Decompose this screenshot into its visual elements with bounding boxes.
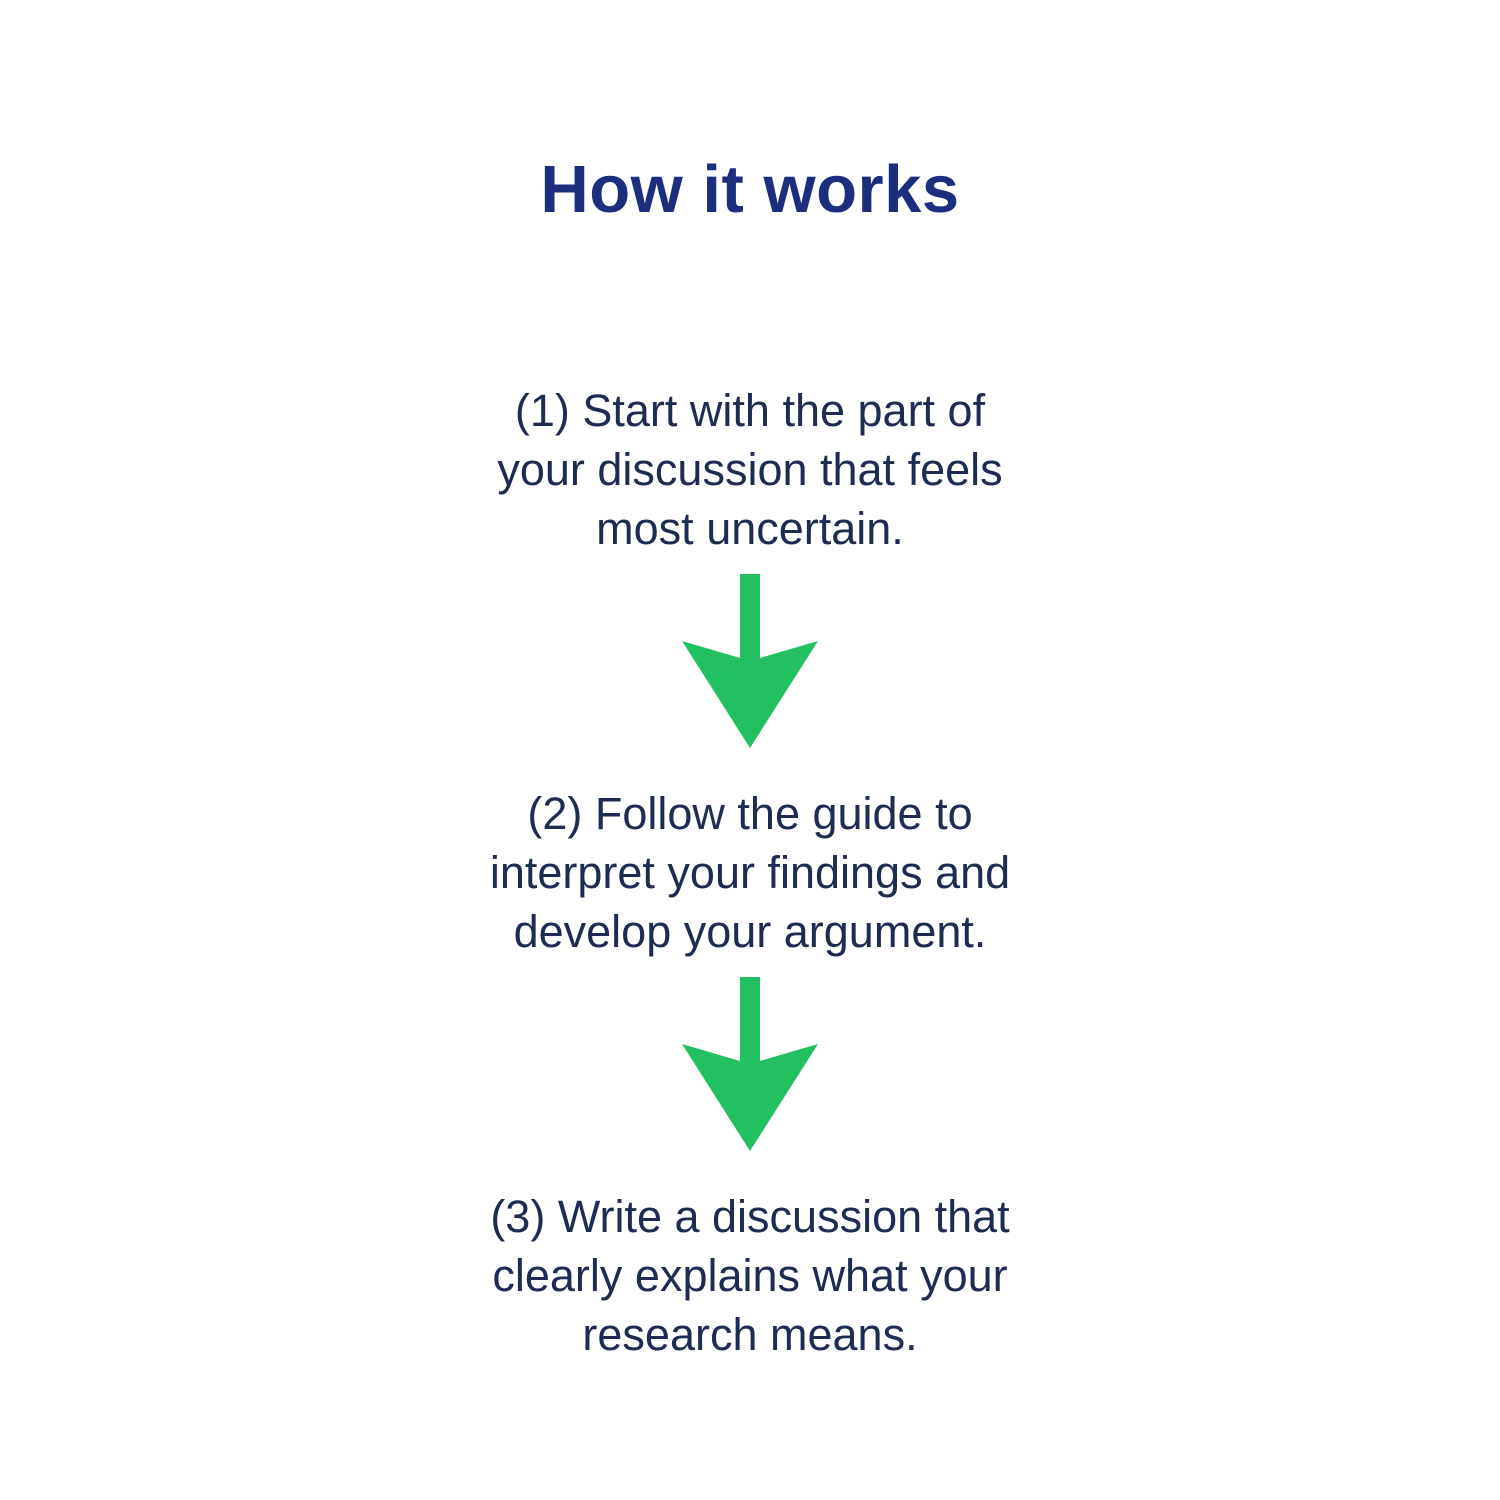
down-arrow-shape — [682, 573, 818, 748]
step-1-text: (1) Start with the part of your discussi… — [497, 384, 1003, 554]
step-2-text: (2) Follow the guide to interpret your f… — [489, 787, 1011, 957]
how-it-works-flow: How it works (1) Start with the part of … — [489, 152, 1011, 1360]
down-arrow-shape — [682, 976, 818, 1151]
page-title: How it works — [540, 152, 960, 227]
down-arrow-icon — [682, 976, 818, 1151]
step-3-text: (3) Write a discussion that clearly expl… — [490, 1190, 1010, 1360]
down-arrow-icon — [682, 573, 818, 748]
